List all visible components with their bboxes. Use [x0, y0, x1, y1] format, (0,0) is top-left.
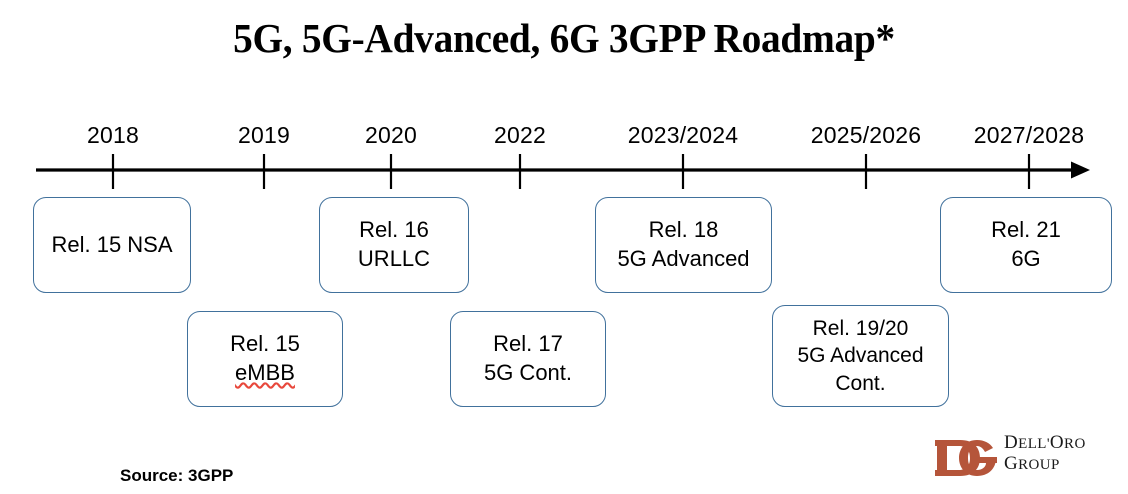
wordmark-g: G: [1004, 453, 1019, 475]
release-box-rel-17-5g-cont[interactable]: Rel. 17 5G Cont.: [450, 311, 606, 407]
delloro-group-logo: DELL'ORO GROUP: [934, 430, 1114, 488]
release-box-line: Rel. 17: [493, 331, 563, 357]
release-box-rel-15-nsa[interactable]: Rel. 15 NSA: [33, 197, 191, 293]
wordmark-ell: ELL': [1018, 436, 1050, 452]
release-box-line: eMBB: [235, 360, 295, 385]
release-box-line: Rel. 15 NSA: [51, 231, 173, 257]
wordmark-line-1: DELL'ORO: [1004, 432, 1086, 453]
timeline-year-label-2025-2026: 2025/2026: [810, 122, 922, 148]
logo-letter-g: [959, 440, 996, 476]
release-box-line: URLLC: [357, 246, 431, 271]
release-box-line: 5G Advanced: [797, 344, 924, 368]
wordmark-roup: ROUP: [1018, 457, 1060, 474]
wordmark-o: O: [1049, 432, 1065, 453]
timeline-axis: [36, 154, 1090, 189]
timeline-year-label-2027-2028: 2027/2028: [973, 122, 1085, 148]
timeline-year-label-2020: 2020: [365, 122, 417, 148]
logo-d-serif-top: [935, 440, 949, 446]
release-box-line: Rel. 18: [648, 217, 719, 243]
delloro-wordmark: DELL'ORO GROUP: [1004, 432, 1086, 475]
timeline-year-label-2018: 2018: [87, 122, 139, 148]
timeline-arrowhead-icon: [1071, 161, 1090, 179]
wordmark-line-2: GROUP: [1004, 453, 1086, 474]
release-box-rel-18-5g-advanced[interactable]: Rel. 18 5G Advanced: [595, 197, 772, 293]
release-box-line: 6G: [1011, 246, 1041, 271]
release-box-line: Rel. 16: [359, 217, 429, 243]
delloro-monogram-icon: [935, 440, 997, 476]
release-box-line: 5G Advanced: [617, 246, 750, 271]
release-box-rel-15-embb[interactable]: Rel. 15 eMBB: [187, 311, 343, 407]
release-box-line: Rel. 15: [230, 331, 300, 357]
logo-d-serif-bottom: [935, 470, 949, 476]
timeline-year-label-2022: 2022: [494, 122, 546, 148]
timeline-year-label-2023-2024: 2023/2024: [627, 122, 739, 148]
wordmark-ro: RO: [1064, 436, 1086, 452]
source-note: Source: 3GPP: [120, 466, 234, 485]
release-box-rel-16-urllc[interactable]: Rel. 16 URLLC: [319, 197, 469, 293]
release-box-line: 5G Cont.: [483, 360, 573, 385]
page-title: 5G, 5G-Advanced, 6G 3GPP Roadmap*: [233, 15, 895, 61]
wordmark-d: D: [1004, 432, 1019, 453]
timeline-year-label-2019: 2019: [238, 122, 290, 148]
release-box-rel-21-6g[interactable]: Rel. 21 6G: [940, 197, 1112, 293]
release-box-line: Cont.: [835, 371, 886, 395]
release-box-line: Rel. 19/20: [812, 317, 909, 341]
logo-g-bar: [986, 457, 997, 463]
release-box-line: Rel. 21: [991, 217, 1061, 243]
